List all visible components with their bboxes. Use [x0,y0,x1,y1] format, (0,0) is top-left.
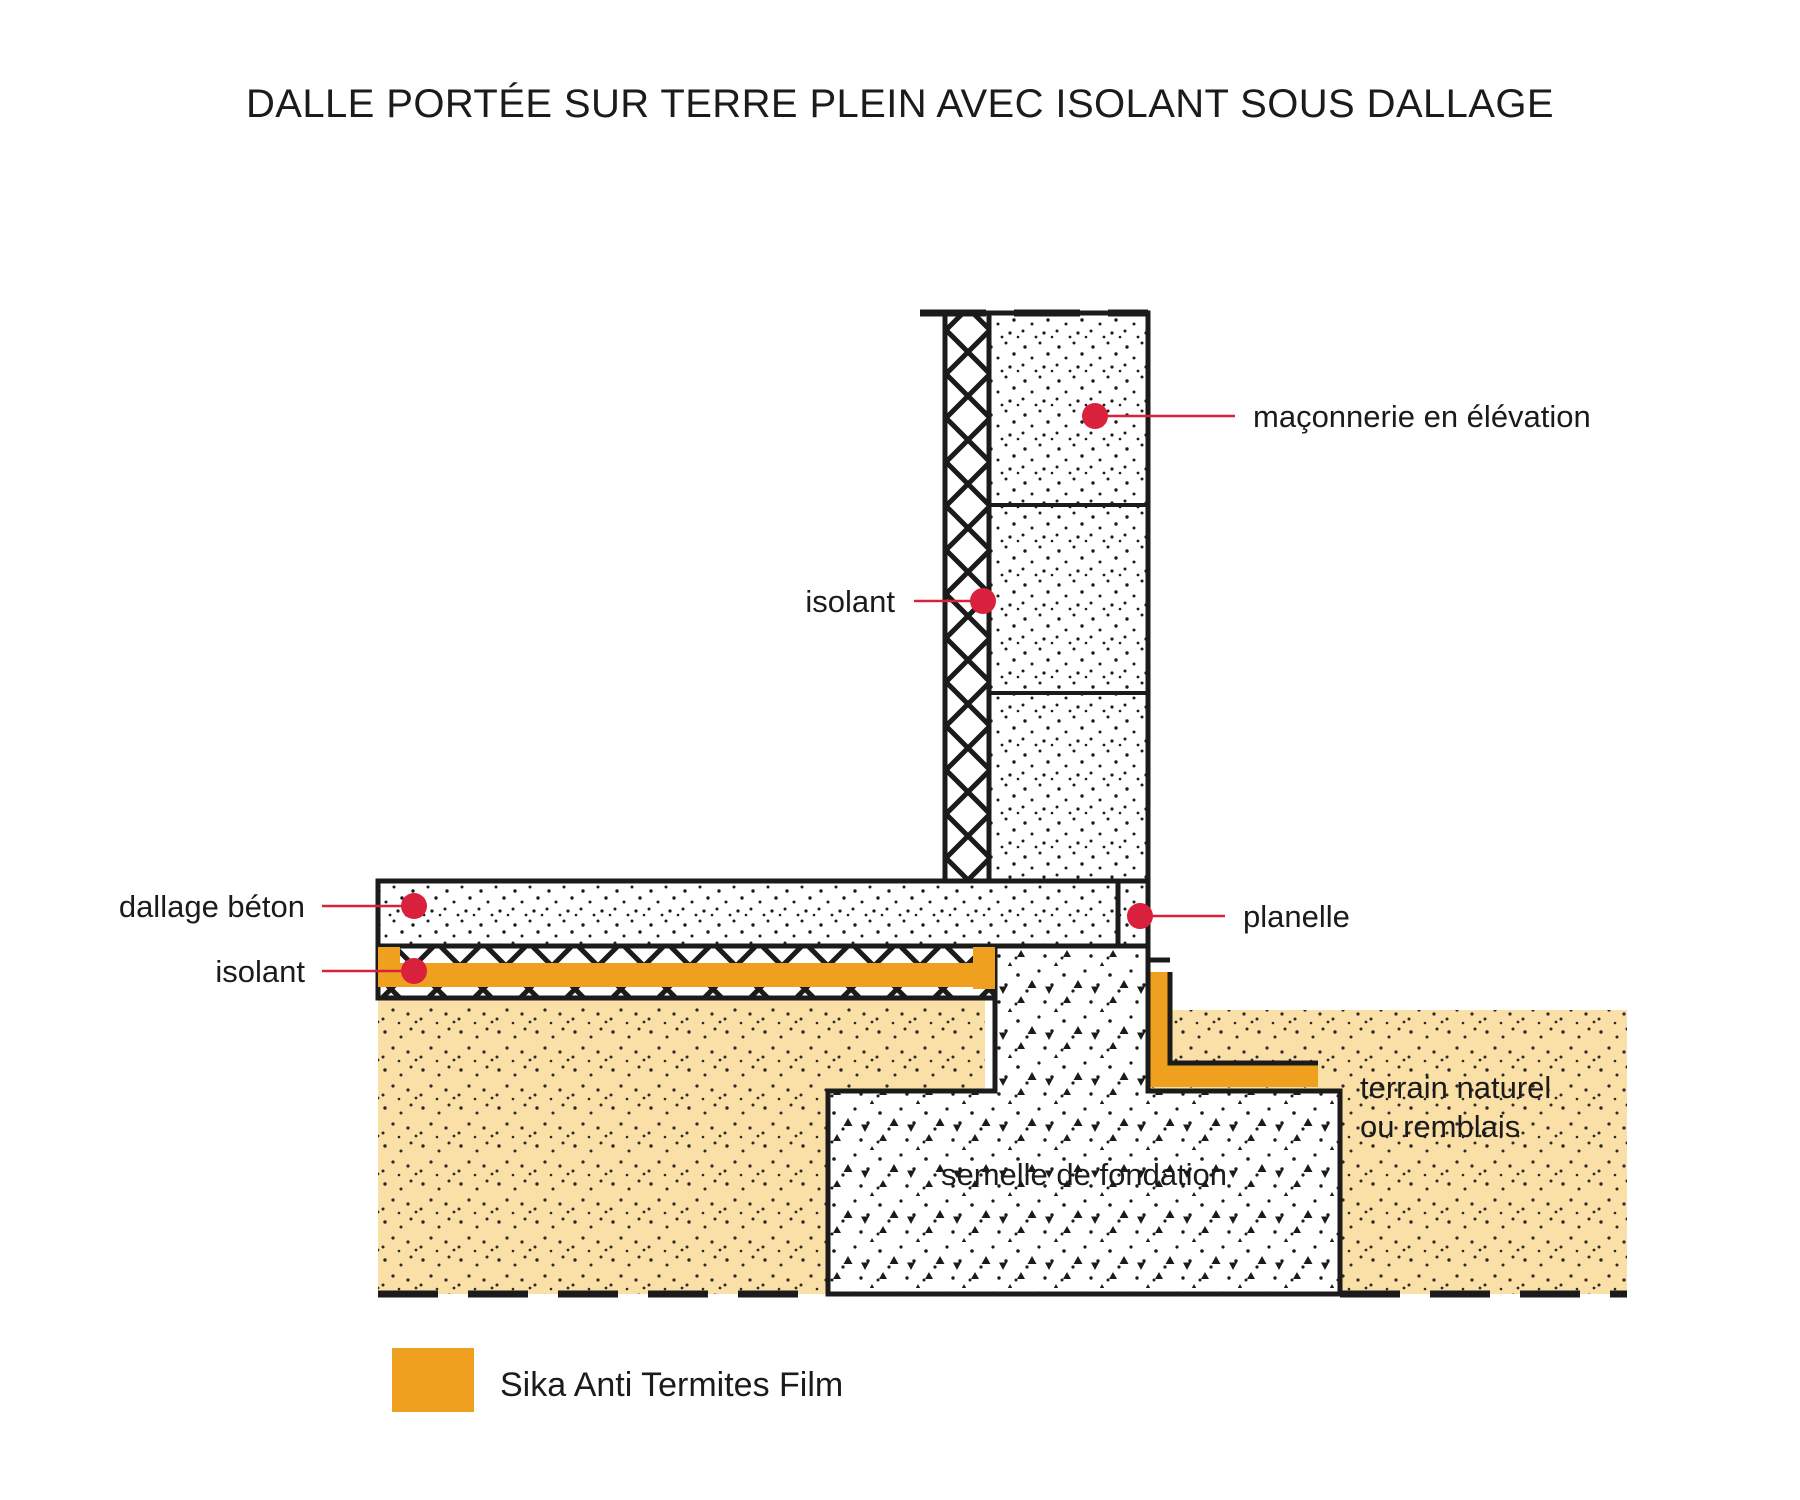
slab-fill [378,881,1118,946]
page-title: DALLE PORTÉE SUR TERRE PLEIN AVEC ISOLAN… [246,82,1554,126]
film-left-upturn-top [378,947,400,987]
maconnerie-label: maçonnerie en élévation [1253,399,1591,434]
isolant-sous-dallage-label: isolant [215,954,305,989]
annotation-terrain-naturel: terrain naturel ou remblais [1360,1070,1551,1144]
legend-label: Sika Anti Termites Film [500,1366,843,1404]
isolant-sous-dallage-marker-dot [401,958,427,984]
film-stem-outer-vertical [1148,972,1170,1072]
legend-swatch-sika-film [392,1348,474,1412]
callout-maconnerie-en-elevation[interactable]: maçonnerie en élévation [1082,399,1591,434]
film-stem-upturn-left-top [973,947,995,989]
callout-planelle[interactable]: planelle [1127,899,1350,934]
maconnerie-en-elevation-shape [982,310,1151,903]
isolant-sous-dallage-shape [375,943,998,1001]
callout-isolant-mur[interactable]: isolant [805,584,996,619]
isolant-mur-marker-dot [970,588,996,614]
wall-top-cut-line [920,309,1151,900]
maconnerie-marker-dot [1082,403,1108,429]
callout-dallage-beton[interactable]: dallage béton [119,889,427,924]
dallage-beton-shape [375,878,1121,949]
legend: Sika Anti Termites Film [392,1348,843,1412]
isolant-mur-label: isolant [805,584,895,619]
film-right-horizontal-run [1148,1063,1318,1087]
film-right-detail-outline [1148,957,1318,1066]
terrain-naturel-line2: ou remblais [1360,1109,1520,1144]
planelle-label: planelle [1243,899,1350,934]
callout-isolant-sous-dallage[interactable]: isolant [215,954,427,989]
footing-fill [828,900,1340,1294]
terrain-naturel-line1: terrain naturel [1360,1070,1551,1105]
dallage-beton-label: dallage béton [119,889,305,924]
masonry-fill [985,313,1148,900]
planelle-marker-dot [1127,903,1153,929]
dallage-beton-marker-dot [401,893,427,919]
film-right-inner-edge [1167,972,1318,1066]
film-under-insulation [378,963,995,987]
semelle-de-fondation-label: semelle de fondation [941,1157,1227,1192]
annotation-semelle-de-fondation: semelle de fondation [941,1157,1227,1192]
